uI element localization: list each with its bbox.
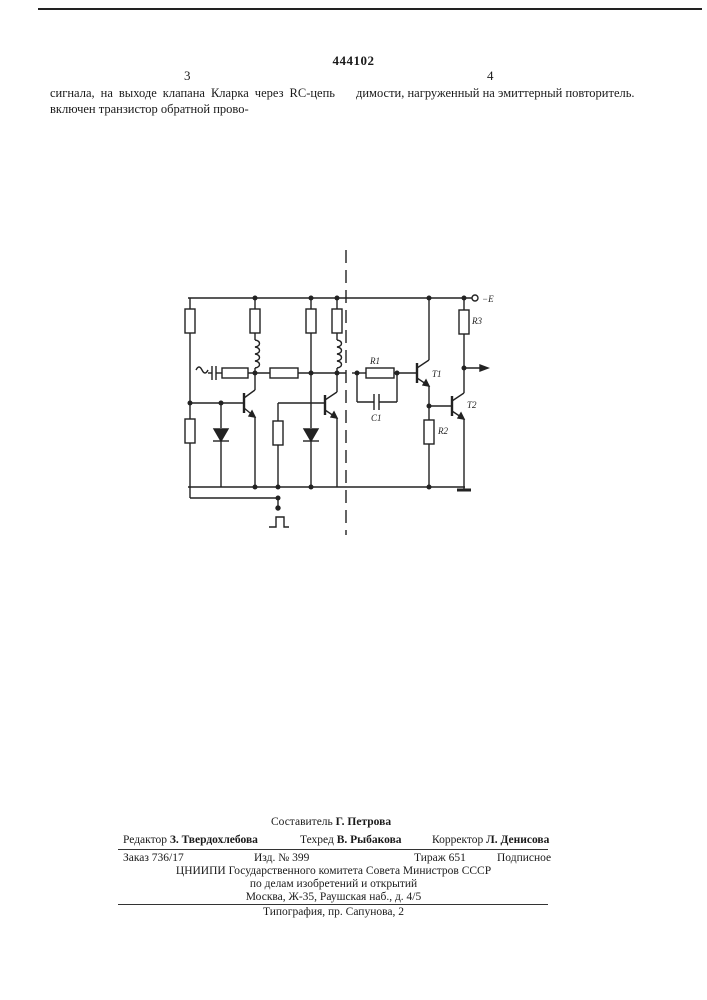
resistor-left-bottom bbox=[185, 419, 195, 443]
output-arrow-icon bbox=[480, 365, 488, 371]
print-run: Тираж 651 bbox=[414, 852, 466, 864]
editor-name: З. Твердохлебова bbox=[170, 834, 258, 846]
resistor-r3 bbox=[459, 310, 469, 334]
credit-editor: Редактор З. Твердохлебова bbox=[123, 834, 258, 846]
supply-label: −E bbox=[482, 294, 494, 304]
techred-label: Техред bbox=[300, 834, 334, 846]
credit-corrector: Корректор Л. Денисова bbox=[432, 834, 549, 846]
credits-rule-2 bbox=[118, 904, 548, 905]
techred-name: В. Рыбакова bbox=[337, 834, 402, 846]
label-c1: C1 bbox=[371, 413, 382, 423]
label-r3: R3 bbox=[471, 316, 482, 326]
compiler-label: Составитель bbox=[271, 816, 333, 828]
sine-source-icon bbox=[196, 367, 208, 373]
label-r1: R1 bbox=[369, 356, 380, 366]
pulse-input-icon bbox=[269, 517, 289, 527]
compiler-name: Г. Петрова bbox=[336, 816, 391, 828]
corrector-label: Корректор bbox=[432, 834, 483, 846]
coupling-resistor bbox=[270, 368, 298, 378]
supply-terminal bbox=[472, 295, 478, 301]
org-line-3: Москва, Ж-35, Раушская наб., д. 4/5 bbox=[0, 891, 667, 903]
resistor-r2 bbox=[424, 420, 434, 444]
edition-number: Изд. № 399 bbox=[254, 852, 309, 864]
inductor-stage2 bbox=[337, 340, 342, 368]
printing-house: Типография, пр. Сапунова, 2 bbox=[0, 906, 667, 918]
label-r2: R2 bbox=[437, 426, 448, 436]
subscription-note: Подписное bbox=[497, 852, 551, 864]
input-resistor bbox=[222, 368, 248, 378]
editor-label: Редактор bbox=[123, 834, 167, 846]
org-line-1: ЦНИИПИ Государственного комитета Совета … bbox=[0, 865, 667, 877]
resistor-stage2-base bbox=[306, 309, 316, 333]
order-number: Заказ 736/17 bbox=[123, 852, 184, 864]
resistor-stage2-collector bbox=[332, 309, 342, 333]
resistor-stage1-collector bbox=[250, 309, 260, 333]
credit-compiler: Составитель Г. Петрова bbox=[271, 816, 391, 828]
diode-2 bbox=[304, 429, 318, 441]
resistor-left-top bbox=[185, 309, 195, 333]
credit-techred: Техред В. Рыбакова bbox=[300, 834, 402, 846]
label-t2: T2 bbox=[467, 400, 477, 410]
diode-1 bbox=[214, 429, 228, 441]
resistor-r1 bbox=[366, 368, 394, 378]
resistor-stage2-emitter bbox=[273, 421, 283, 445]
org-line-2: по делам изобретений и открытий bbox=[0, 878, 667, 890]
clock-terminal bbox=[276, 506, 280, 510]
corrector-name: Л. Денисова bbox=[486, 834, 549, 846]
label-t1: T1 bbox=[432, 369, 442, 379]
inductor-stage1 bbox=[255, 340, 260, 368]
credits-rule-1 bbox=[118, 849, 548, 850]
